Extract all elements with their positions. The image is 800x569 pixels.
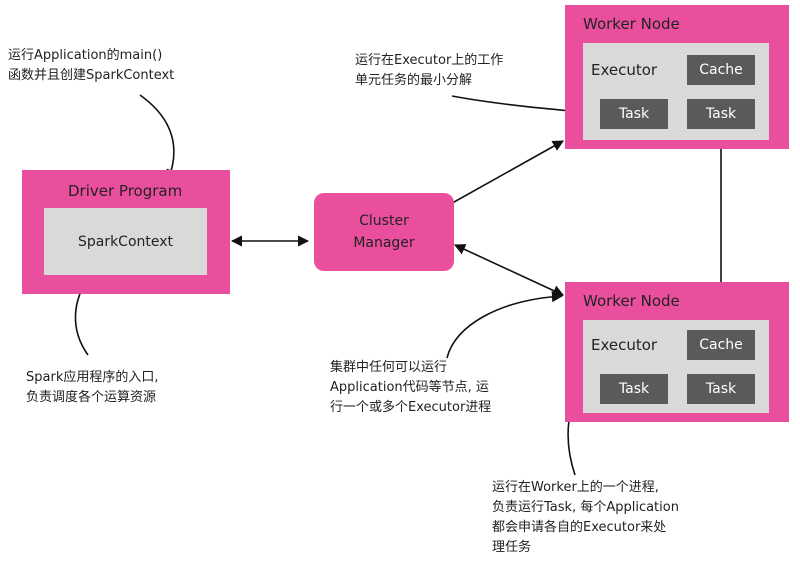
- note-worker-node-arrow: [446, 291, 564, 359]
- note-line: 运行在Executor上的工作: [355, 53, 504, 68]
- cache-top: Cache: [687, 55, 755, 85]
- task-top-2: Task: [687, 99, 755, 129]
- note-line: 函数并且创建SparkContext: [8, 68, 175, 83]
- cluster-worker-top-arrow: [437, 140, 564, 212]
- note-line: 集群中任何可以运行: [330, 360, 448, 375]
- note-line: 理任务: [492, 540, 532, 555]
- note-task-unit: 运行在Executor上的工作 单元任务的最小分解: [355, 51, 503, 91]
- worker-node-bottom-title: Worker Node: [583, 292, 680, 310]
- task-top-1: Task: [600, 99, 668, 129]
- executor-bottom-label: Executor: [591, 336, 658, 354]
- note-executor: 运行在Worker上的一个进程, 负责运行Task, 每个Application…: [492, 478, 679, 558]
- driver-program-title: Driver Program: [68, 182, 183, 200]
- worker-node-bottom: Worker Node Executor Cache Task Task: [565, 282, 789, 422]
- note-line: 单元任务的最小分解: [355, 73, 473, 88]
- cluster-worker-bottom-arrow: [453, 244, 565, 296]
- driver-program-box: Driver Program SparkContext: [22, 170, 230, 294]
- worker-node-top: Worker Node Executor Cache Task Task: [565, 5, 789, 149]
- note-line: 负责调度各个运算资源: [26, 390, 157, 405]
- executor-bottom-box: Executor Cache Task Task: [583, 320, 769, 413]
- cluster-manager-line1: Cluster: [359, 213, 409, 229]
- note-line: 运行Application的main(): [8, 48, 163, 63]
- note-line: 行一个或多个Executor进程: [330, 400, 492, 415]
- executor-top-box: Executor Cache Task Task: [583, 43, 769, 140]
- task-bottom-2: Task: [687, 374, 755, 404]
- worker-node-top-title: Worker Node: [583, 15, 680, 33]
- spark-context-box: SparkContext: [44, 208, 207, 275]
- executor-top-label: Executor: [591, 61, 658, 79]
- note-driver-main-arrow: [139, 94, 177, 182]
- cluster-manager-line2: Manager: [353, 235, 415, 251]
- note-line: Spark应用程序的入口,: [26, 370, 159, 385]
- note-line: 负责运行Task, 每个Application: [492, 500, 679, 515]
- note-driver-main: 运行Application的main() 函数并且创建SparkContext: [8, 46, 174, 86]
- cluster-manager-box: Cluster Manager: [314, 193, 454, 271]
- note-worker-node: 集群中任何可以运行 Application代码等节点, 运 行一个或多个Exec…: [330, 358, 491, 418]
- note-spark-context: Spark应用程序的入口, 负责调度各个运算资源: [26, 368, 158, 408]
- note-line: 都会申请各自的Executor来处: [492, 520, 667, 535]
- note-line: 运行在Worker上的一个进程,: [492, 480, 659, 495]
- note-line: Application代码等节点, 运: [330, 380, 489, 395]
- task-bottom-1: Task: [600, 374, 668, 404]
- cache-bottom: Cache: [687, 330, 755, 360]
